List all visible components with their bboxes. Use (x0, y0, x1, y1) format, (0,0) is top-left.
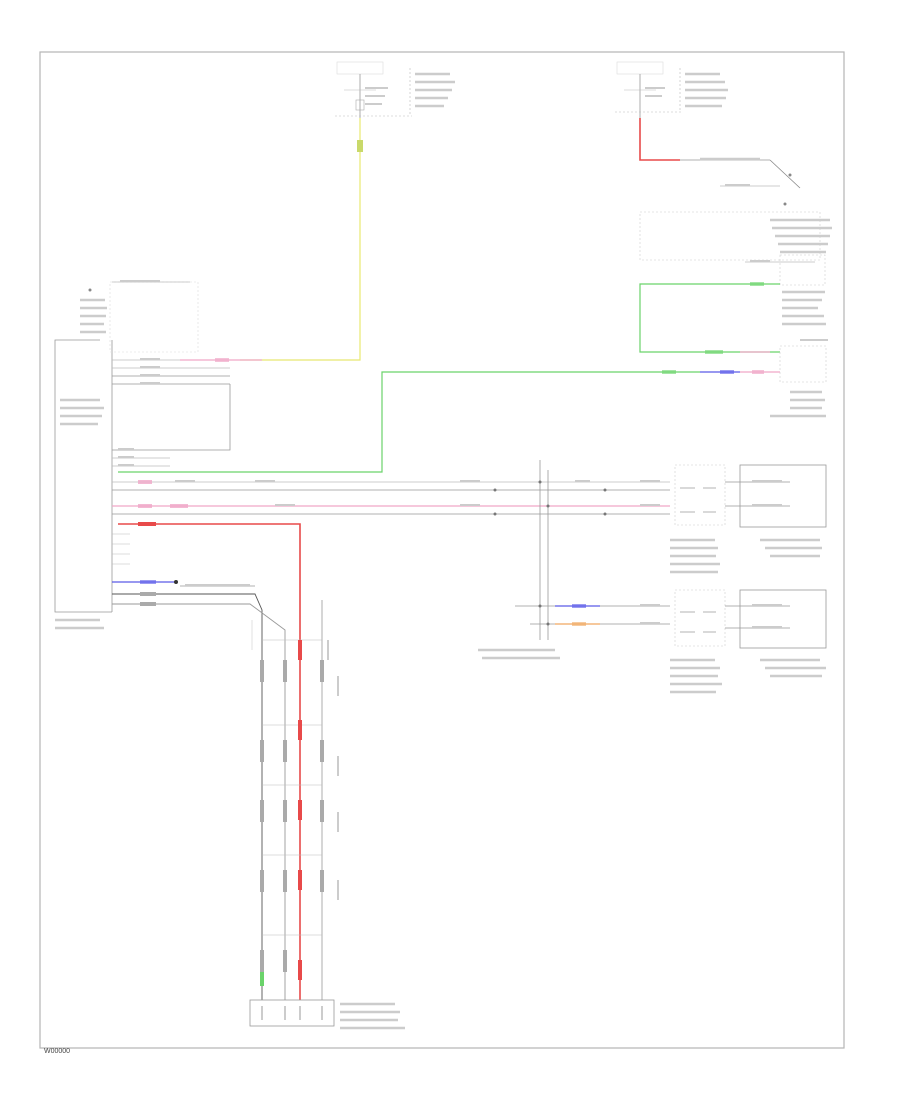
vertical-harness (251, 600, 339, 1000)
wire-yellow (240, 118, 363, 361)
diagram-frame (39, 51, 845, 1049)
left-unit-label-block (55, 618, 104, 630)
fuse-block-center (335, 61, 455, 118)
bottom-connector (249, 999, 405, 1030)
right-device-upper (670, 464, 827, 574)
wire-green-long (118, 371, 660, 473)
right-device-lower (478, 589, 827, 694)
wire-green-right (639, 282, 826, 354)
wire-red-top (639, 118, 801, 206)
left-control-unit (54, 280, 262, 613)
footer-id: W00000 (44, 1048, 70, 1055)
fuse-block-right (615, 61, 728, 118)
switch-box-top-right (639, 211, 832, 286)
main-bus-wires (112, 460, 670, 640)
left-unit-lower-pins (112, 533, 286, 1000)
ecu-connector-right (660, 339, 828, 418)
